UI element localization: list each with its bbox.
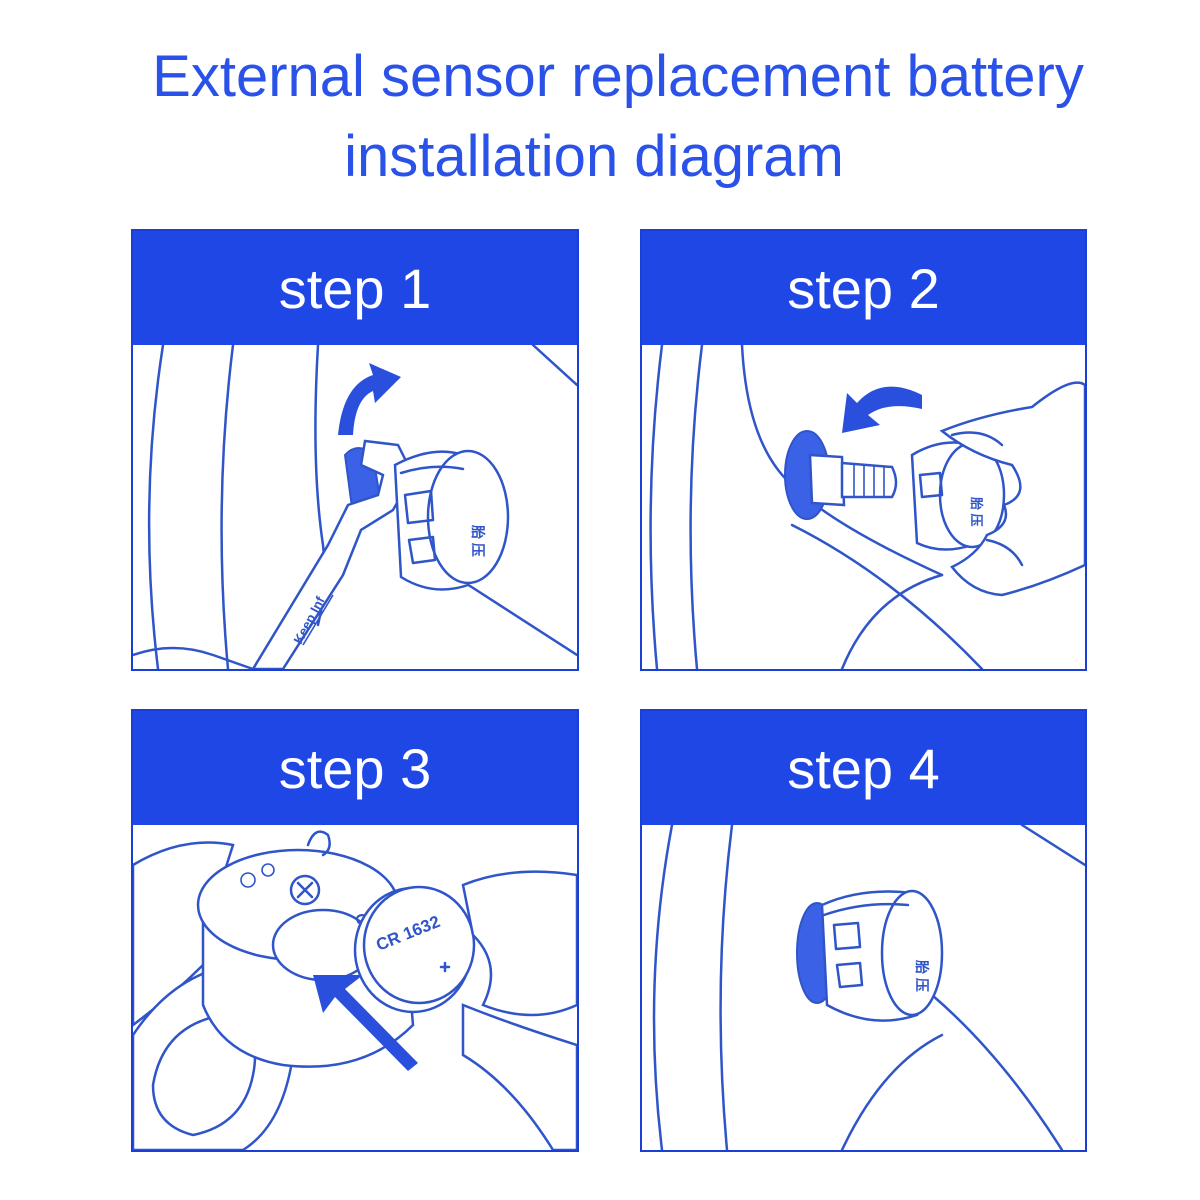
svg-text:胎 压: 胎 压 xyxy=(969,497,984,527)
arrow-icon xyxy=(842,386,922,433)
step-4-header: step 4 xyxy=(642,711,1085,825)
step-1-illustration: Keep Inf 胎 压 xyxy=(133,345,577,669)
step-4-panel: step 4 胎 压 xyxy=(640,709,1087,1152)
hand-icon xyxy=(461,870,577,1150)
step-3-header: step 3 xyxy=(133,711,577,825)
arrow-icon xyxy=(313,975,418,1071)
hand-icon xyxy=(939,381,1085,597)
step-2-panel: step 2 胎 压 xyxy=(640,229,1087,671)
step-3-illustration: CR 1632 CR 1632 xyxy=(133,825,577,1150)
step-2-header: step 2 xyxy=(642,231,1085,345)
wrench-icon: Keep Inf xyxy=(251,439,415,669)
sensor-cap-icon: 胎 压 xyxy=(393,449,510,591)
step-3-panel: step 3 CR 1632 xyxy=(131,709,579,1152)
step-2-illustration: 胎 压 xyxy=(642,345,1085,669)
step-1-header: step 1 xyxy=(133,231,577,345)
valve-stem-icon xyxy=(784,430,898,520)
step-4-illustration: 胎 压 xyxy=(642,825,1085,1150)
svg-text:胎 压: 胎 压 xyxy=(470,525,486,557)
sensor-cap-icon: 胎 压 xyxy=(820,889,944,1022)
arrow-icon xyxy=(338,363,401,435)
diagram-title-line-2: installation diagram xyxy=(344,124,844,189)
svg-text:胎 压: 胎 压 xyxy=(914,960,930,992)
battery-icon: CR 1632 xyxy=(353,885,476,1014)
diagram-title-line-1: External sensor replacement battery xyxy=(152,44,1084,109)
step-1-panel: step 1 Keep Inf xyxy=(131,229,579,671)
